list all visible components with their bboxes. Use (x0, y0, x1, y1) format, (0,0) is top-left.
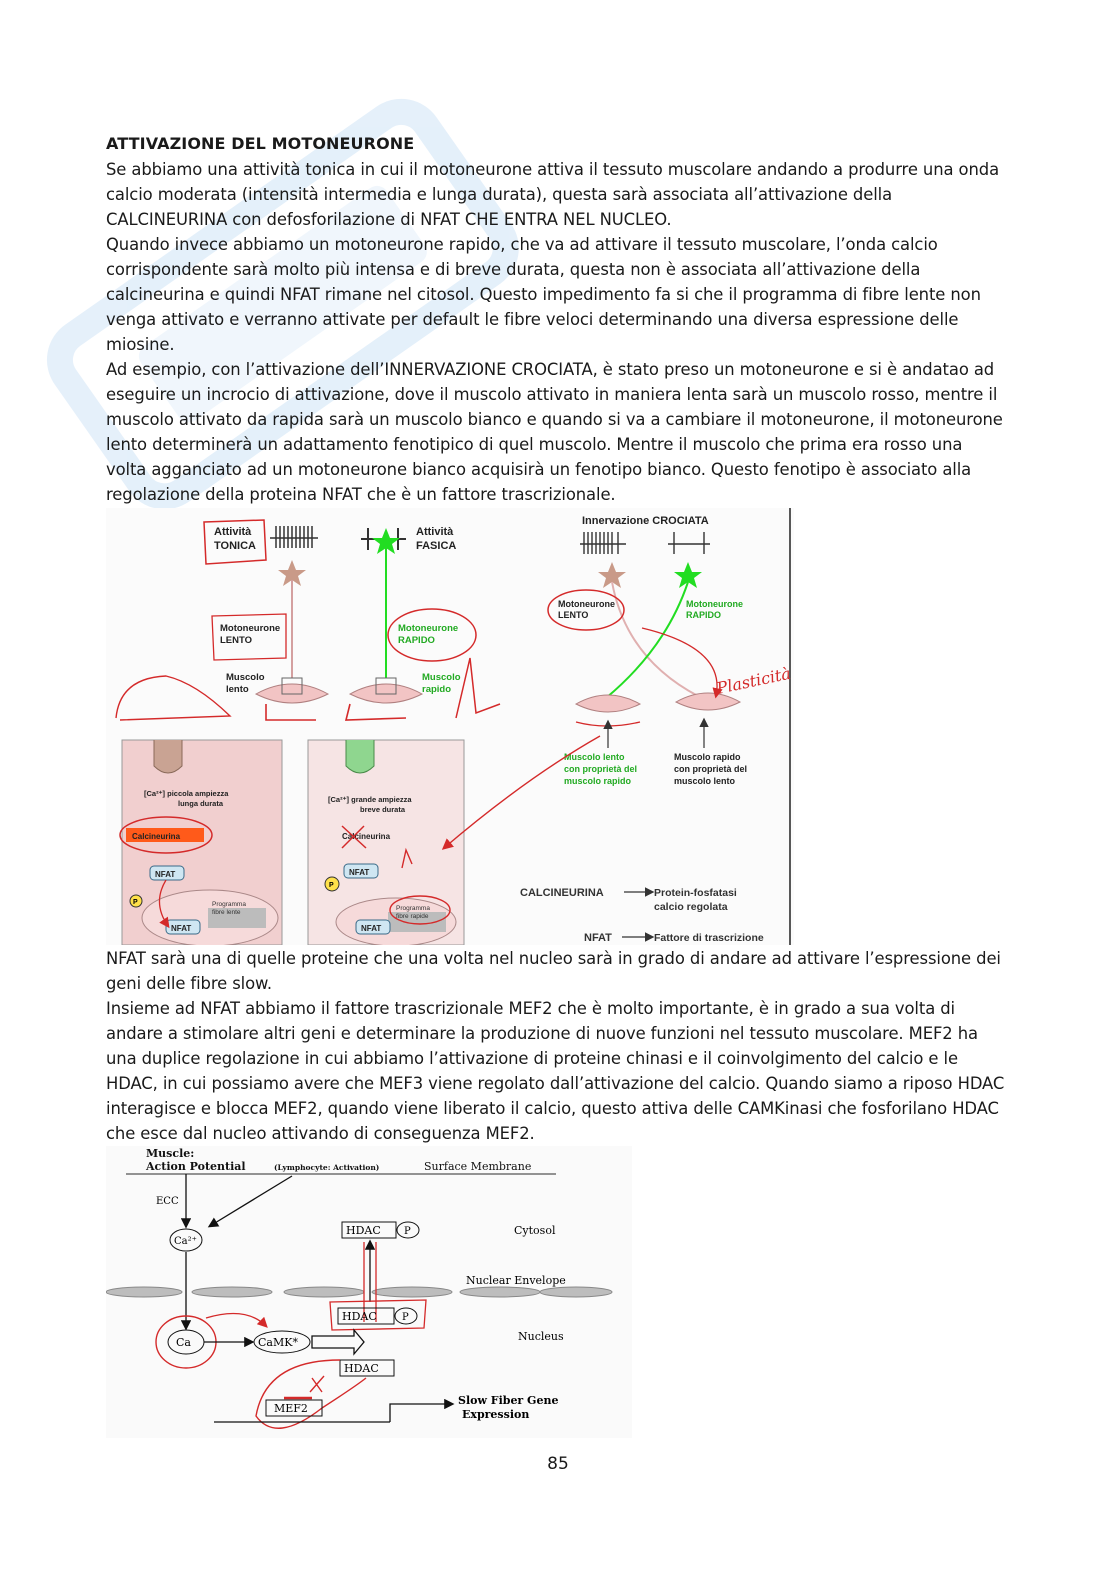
cross-innervation-title: Innervazione CROCIATA (582, 515, 709, 527)
svg-text:Programma fibre rapide: Programma fibre rapide (396, 905, 432, 920)
svg-text:MEF2: MEF2 (274, 1402, 308, 1415)
lymphocyte-label: (Lymphocyte: Activation) (274, 1163, 379, 1172)
fast-fiber-cell: [Ca²⁺] grande ampiezza breve durata Calc… (307, 739, 465, 945)
calcineurin-active: Calcineurina (132, 832, 181, 841)
svg-text:[Ca²⁺] grande ampiezza b: [Ca²⁺] grande ampiezza breve durata (328, 795, 414, 814)
phasic-activity-label: Attività FASICA (416, 526, 456, 552)
figure1-legend: CALCINEURINA Protein-fosfatasi calcio re… (520, 887, 764, 944)
nucleus-label: Nucleus (518, 1330, 564, 1343)
svg-text:Fattore di trascrizione: Fattore di trascrizione (654, 932, 764, 944)
tonic-activity-label: Attività TONICA (203, 519, 267, 565)
hdac-nucleus: HDAC (339, 1359, 395, 1377)
ca-nucleus-label: Ca (176, 1336, 191, 1349)
svg-text:CALCINEURINA: CALCINEURINA (520, 887, 604, 899)
nuclear-envelope (106, 1286, 613, 1298)
mef2-box: MEF2 (265, 1396, 323, 1417)
svg-text:NFAT: NFAT (361, 924, 381, 933)
svg-text:NFAT: NFAT (349, 868, 369, 877)
paragraph-rapid: Quando invece abbiamo un motoneurone rap… (106, 235, 981, 354)
muscle-fast-label: Muscolo rapido (422, 672, 463, 695)
action-potential-label: Action Potential (145, 1160, 246, 1173)
hdac-cytosol: HDAC P (341, 1221, 420, 1239)
svg-text:P: P (329, 882, 334, 889)
surface-membrane-label: Surface Membrane (424, 1160, 531, 1173)
tonic-line: Attività (214, 526, 252, 538)
muscle-slow-label: Muscolo lento (226, 672, 267, 695)
paragraph-cross-innervation: Ad esempio, con l’attivazione dell’INNER… (106, 360, 1003, 504)
slow-fiber-cell: [Ca²⁺] piccola ampiezza lunga durata Cal… (119, 739, 283, 945)
slow-neuron-body (278, 560, 306, 586)
fast-neuron-body (372, 528, 400, 554)
svg-text:HDAC: HDAC (346, 1224, 381, 1237)
svg-text:HDAC: HDAC (344, 1362, 379, 1375)
paragraph-tonic: Se abbiamo una attività tonica in cui il… (106, 160, 1000, 229)
svg-text:P: P (133, 899, 138, 906)
handwritten-fast-wave (455, 657, 501, 719)
svg-text:Protein-fosfatasi calcio: Protein-fosfatasi calcio regolata (654, 887, 740, 913)
mn-fast-label: Motoneurone RAPIDO (398, 623, 461, 646)
muscle-label: Muscle: (146, 1147, 194, 1160)
svg-text:NFAT: NFAT (584, 932, 612, 944)
ca2-label: Ca²⁺ (174, 1236, 197, 1247)
ecc-label: ECC (156, 1196, 179, 1207)
hdac-phospho-nucleus: HDAC P (329, 1299, 427, 1331)
section-heading: ATTIVAZIONE DEL MOTONEURONE (106, 134, 415, 153)
figure-mef2-hdac: Muscle: Action Potential (Lymphocyte: Ac… (106, 1146, 632, 1438)
cross-mn-slow-label: Motoneurone LENTO (558, 599, 618, 620)
svg-text:NFAT: NFAT (155, 870, 175, 879)
svg-text:HDAC: HDAC (342, 1310, 377, 1323)
nuclear-envelope-label: Nuclear Envelope (466, 1274, 566, 1287)
cross-mn-fast-label: Motoneurone RAPIDO (686, 599, 746, 620)
figure-nfat-calcineurin: Attività TONICA Attività FASICA Motoneur… (106, 508, 794, 945)
slow-fiber-gene-label: Slow Fiber Gene Expression (458, 1394, 562, 1421)
slow-with-fast-label: Muscolo lento con proprietà del muscolo … (564, 752, 640, 786)
cross-spike-trains (580, 532, 710, 554)
camk-label: CaMK* (258, 1336, 298, 1349)
handwritten-slow-wave (115, 675, 232, 721)
svg-text:NFAT: NFAT (171, 924, 191, 933)
fast-with-slow-label: Muscolo rapido con proprietà del muscolo… (674, 752, 750, 786)
svg-text:Attività TONICA: Attività TONICA (214, 526, 256, 552)
cytosol-label: Cytosol (514, 1224, 556, 1237)
page-number: 85 (547, 1454, 569, 1474)
calcineurin-inactive: Calcineurina (342, 832, 391, 841)
svg-text:Programma fibre lente: Programma fibre lente (212, 901, 248, 916)
svg-text:[Ca²⁺] piccola ampiezza: [Ca²⁺] piccola ampiezza lunga durata (144, 789, 231, 808)
svg-text:P: P (402, 1312, 409, 1323)
mn-slow-label: Motoneurone LENTO (220, 623, 283, 646)
paragraph-nfat: NFAT sarà una di quelle proteine che una… (106, 949, 1001, 993)
paragraph-mef2: Insieme ad NFAT abbiamo il fattore trasc… (106, 999, 1005, 1143)
svg-text:P: P (404, 1226, 411, 1237)
tonic-spike-train (270, 526, 318, 548)
